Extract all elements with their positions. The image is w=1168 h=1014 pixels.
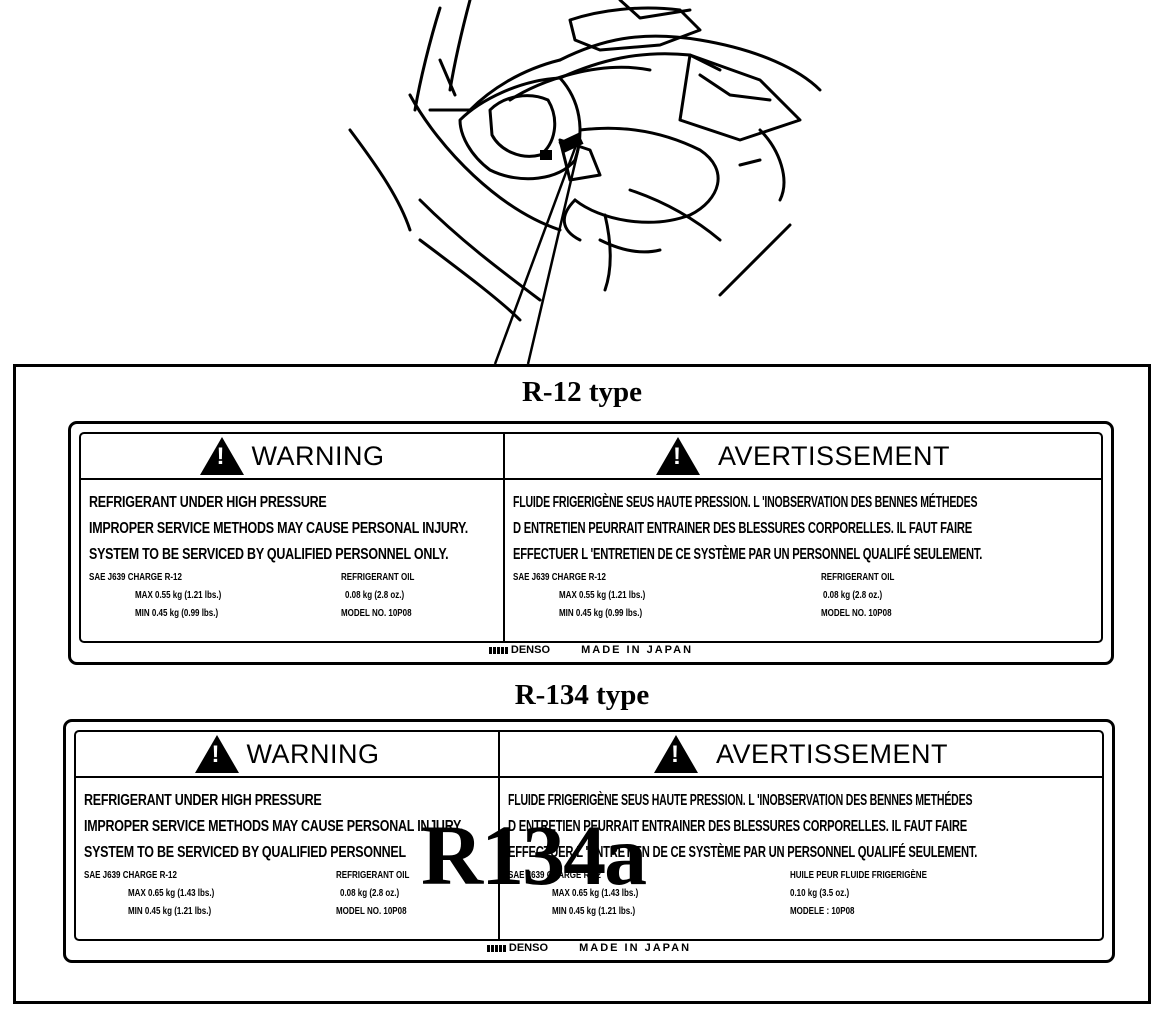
warning-triangle-icon <box>653 735 698 773</box>
labels-panel: R-12 type WARNING REFRIGERANT UNDER HIGH… <box>13 364 1151 1004</box>
oil-amount: 0.08 kg (2.8 oz.) <box>345 590 405 601</box>
model-number: MODEL NO. 10P08 <box>341 608 412 619</box>
warning-line: IMPROPER SERVICE METHODS MAY CAUSE PERSO… <box>89 520 468 537</box>
charge-min: MIN 0.45 kg (0.99 lbs.) <box>559 608 643 619</box>
charge-max: MAX 0.65 kg (1.43 lbs.) <box>128 888 215 899</box>
sae-charge: SAE J639 CHARGE R-12 <box>513 572 606 583</box>
oil-label: REFRIGERANT OIL <box>821 572 895 583</box>
compressor-illustration <box>348 0 822 365</box>
warning-triangle-icon <box>199 437 244 475</box>
charge-max: MAX 0.55 kg (1.21 lbs.) <box>559 590 646 601</box>
denso-logo: DENSO <box>486 942 548 954</box>
r134-avertissement-panel: AVERTISSEMENT FLUIDE FRIGERIGÈNE SEUS HA… <box>500 732 1102 939</box>
r12-avertissement-panel: AVERTISSEMENT FLUIDE FRIGERIGÈNE SEUS HA… <box>505 434 1101 641</box>
r134-label: WARNING REFRIGERANT UNDER HIGH PRESSURE … <box>63 719 1115 963</box>
model-number: MODELE : 10P08 <box>790 906 855 917</box>
avertissement-heading: AVERTISSEMENT <box>717 440 951 471</box>
warning-heading: WARNING <box>246 738 380 769</box>
warning-line: REFRIGERANT UNDER HIGH PRESSURE <box>84 792 322 809</box>
r134a-overlay-text: R134a <box>421 807 647 903</box>
r134-label-inner: WARNING REFRIGERANT UNDER HIGH PRESSURE … <box>74 730 1104 941</box>
sae-charge: SAE J639 CHARGE R-12 <box>508 870 601 881</box>
oil-label: REFRIGERANT OIL <box>336 870 410 881</box>
r12-warning-header: WARNING <box>81 434 503 480</box>
warning-line: IMPROPER SERVICE METHODS MAY CAUSE PERSO… <box>84 818 463 835</box>
avertissement-line: D ENTRETIEN PEURRAIT ENTRAINER DES BLESS… <box>513 520 973 537</box>
warning-heading: WARNING <box>251 440 385 471</box>
r134-title: R-134 type <box>514 679 650 711</box>
warning-triangle-icon <box>655 437 700 475</box>
sae-charge: SAE J639 CHARGE R-12 <box>89 572 182 583</box>
oil-amount: 0.08 kg (2.8 oz.) <box>340 888 400 899</box>
r12-warning-panel: WARNING REFRIGERANT UNDER HIGH PRESSURE … <box>81 434 505 641</box>
oil-amount: 0.08 kg (2.8 oz.) <box>823 590 883 601</box>
r12-label-inner: WARNING REFRIGERANT UNDER HIGH PRESSURE … <box>79 432 1103 643</box>
oil-label: HUILE PEUR FLUIDE FRIGERIGÈNE <box>790 870 927 881</box>
r12-footer: DENSO MADE IN JAPAN <box>71 644 1111 656</box>
r134-avertissement-header: AVERTISSEMENT <box>500 732 1102 778</box>
r12-label: WARNING REFRIGERANT UNDER HIGH PRESSURE … <box>68 421 1114 665</box>
avertissement-line: EFFECTUER L 'ENTRETIEN DE CE SYSTÈME PAR… <box>513 546 983 563</box>
warning-line: SYSTEM TO BE SERVICED BY QUALIFIED PERSO… <box>89 546 449 563</box>
avertissement-line: D ENTRETIEN PEURRAIT ENTRAINER DES BLESS… <box>508 818 968 835</box>
r134-warning-header: WARNING <box>76 732 498 778</box>
oil-amount: 0.10 kg (3.5 oz.) <box>790 888 850 899</box>
avertissement-line: FLUIDE FRIGERIGÈNE SEUS HAUTE PRESSION. … <box>508 792 973 809</box>
oil-label: REFRIGERANT OIL <box>341 572 415 583</box>
r12-title: R-12 type <box>521 376 642 408</box>
avertissement-line: FLUIDE FRIGERIGÈNE SEUS HAUTE PRESSION. … <box>513 494 978 511</box>
warning-line: SYSTEM TO BE SERVICED BY QUALIFIED PERSO… <box>84 844 406 861</box>
made-in-japan: MADE IN JAPAN <box>579 942 692 954</box>
charge-max: MAX 0.55 kg (1.21 lbs.) <box>135 590 222 601</box>
charge-max: MAX 0.65 kg (1.43 lbs.) <box>552 888 639 899</box>
sae-charge: SAE J639 CHARGE R-12 <box>84 870 177 881</box>
avertissement-line: EFFECTUER L 'ENTRETIEN DE CE SYSTÈME PAR… <box>508 844 978 861</box>
warning-line: REFRIGERANT UNDER HIGH PRESSURE <box>89 494 327 511</box>
charge-min: MIN 0.45 kg (1.21 lbs.) <box>552 906 636 917</box>
model-number: MODEL NO. 10P08 <box>336 906 407 917</box>
r134-footer: DENSO MADE IN JAPAN <box>66 942 1112 954</box>
model-number: MODEL NO. 10P08 <box>821 608 892 619</box>
charge-min: MIN 0.45 kg (1.21 lbs.) <box>128 906 212 917</box>
charge-min: MIN 0.45 kg (0.99 lbs.) <box>135 608 219 619</box>
warning-triangle-icon <box>194 735 239 773</box>
r134-warning-panel: WARNING REFRIGERANT UNDER HIGH PRESSURE … <box>76 732 500 939</box>
avertissement-heading: AVERTISSEMENT <box>715 738 949 769</box>
r12-avertissement-header: AVERTISSEMENT <box>505 434 1101 480</box>
made-in-japan: MADE IN JAPAN <box>581 644 694 656</box>
denso-logo: DENSO <box>488 644 550 656</box>
